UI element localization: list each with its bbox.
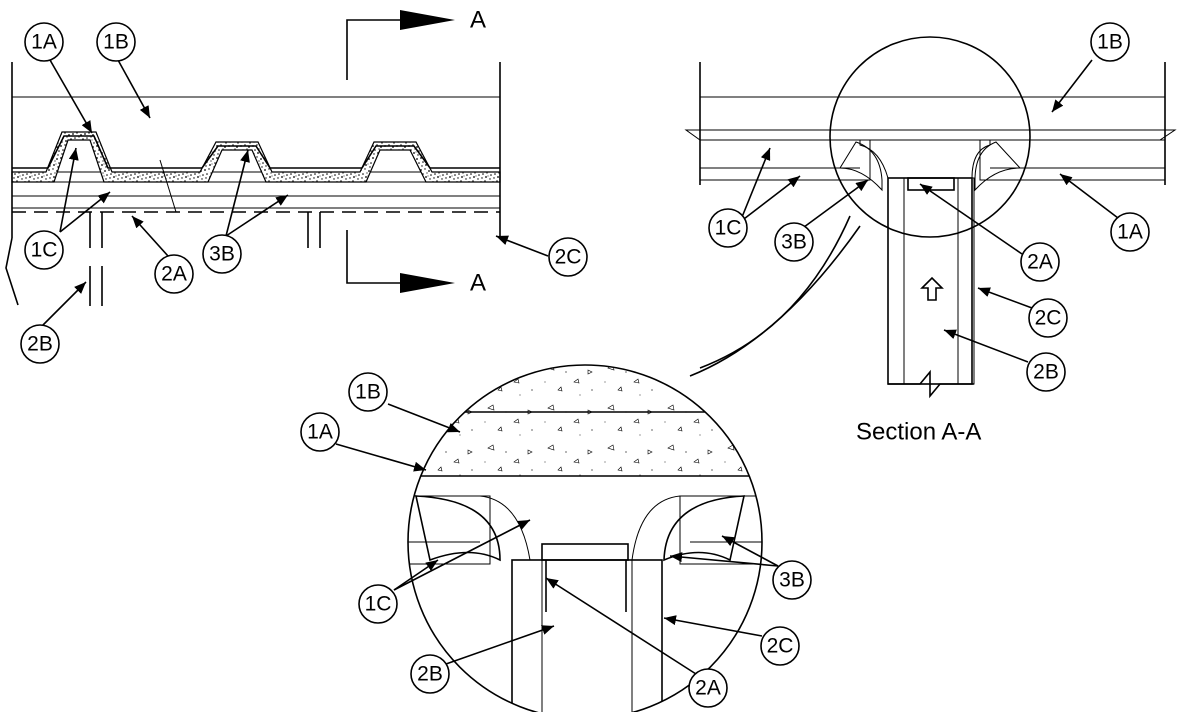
section-a-a-view: 1B 1C 3B 2A 1A 2C 2B Section A-A bbox=[684, 22, 1177, 446]
label-1A-detail: 1A bbox=[300, 412, 340, 452]
label-3B-section: 3B bbox=[774, 222, 814, 262]
label-2A-section: 2A bbox=[1020, 242, 1060, 282]
section-marker-top: A bbox=[470, 7, 486, 34]
elevation-view: A A 1A 1B 1C 2A bbox=[5, 7, 588, 364]
svg-text:1A: 1A bbox=[1117, 221, 1143, 244]
svg-text:2C: 2C bbox=[555, 246, 582, 269]
label-1B-detail: 1B bbox=[348, 372, 388, 412]
svg-text:1B: 1B bbox=[355, 381, 381, 404]
svg-text:2C: 2C bbox=[767, 635, 794, 658]
up-arrow-icon bbox=[920, 276, 944, 301]
svg-text:2A: 2A bbox=[1027, 251, 1053, 274]
svg-text:1A: 1A bbox=[307, 421, 333, 444]
label-1C-section: 1C bbox=[708, 208, 748, 248]
label-1B-section: 1B bbox=[1090, 22, 1130, 62]
label-1A-section: 1A bbox=[1110, 212, 1150, 252]
section-title: Section A-A bbox=[856, 419, 981, 446]
label-2C-elevation: 2C bbox=[548, 237, 588, 277]
label-2B-detail: 2B bbox=[410, 654, 450, 694]
svg-text:1B: 1B bbox=[1097, 31, 1123, 54]
label-1A-elevation: 1A bbox=[24, 22, 64, 62]
label-2C-detail: 2C bbox=[760, 626, 800, 666]
svg-text:2A: 2A bbox=[161, 263, 187, 286]
label-1B-elevation: 1B bbox=[96, 22, 136, 62]
svg-text:2B: 2B bbox=[27, 333, 53, 356]
label-2A-detail: 2A bbox=[688, 668, 728, 708]
section-marker-bottom: A bbox=[470, 270, 486, 297]
label-1C-detail: 1C bbox=[358, 584, 398, 624]
svg-text:3B: 3B bbox=[779, 569, 805, 592]
label-2B-elevation: 2B bbox=[20, 324, 60, 364]
label-2A-elevation: 2A bbox=[154, 254, 194, 294]
enlarged-detail-view: 1B 1A 1C 3B 2C 2B 2A bbox=[300, 215, 861, 712]
label-3B-elevation: 3B bbox=[202, 234, 242, 274]
svg-text:1C: 1C bbox=[31, 239, 58, 262]
svg-text:1C: 1C bbox=[715, 217, 742, 240]
label-2B-section: 2B bbox=[1026, 352, 1066, 392]
svg-text:2B: 2B bbox=[1033, 361, 1059, 384]
section-cut-marker: A A bbox=[346, 7, 486, 297]
svg-text:1C: 1C bbox=[365, 593, 392, 616]
label-2C-section: 2C bbox=[1028, 298, 1068, 338]
label-3B-detail: 3B bbox=[772, 560, 812, 600]
svg-text:1A: 1A bbox=[31, 31, 57, 54]
svg-text:2C: 2C bbox=[1035, 307, 1062, 330]
svg-text:2A: 2A bbox=[695, 677, 721, 700]
svg-text:3B: 3B bbox=[781, 231, 807, 254]
svg-text:1B: 1B bbox=[103, 31, 129, 54]
svg-text:2B: 2B bbox=[417, 663, 443, 686]
svg-text:3B: 3B bbox=[209, 243, 235, 266]
label-1C-elevation: 1C bbox=[24, 230, 64, 270]
